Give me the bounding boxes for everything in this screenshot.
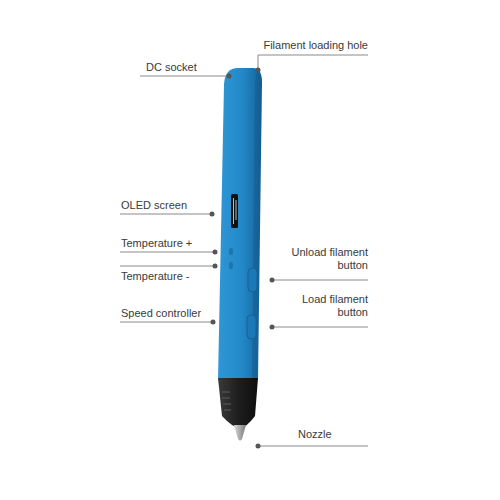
unload-button bbox=[248, 268, 257, 292]
part-label: Temperature + bbox=[121, 237, 192, 250]
temperature-button bbox=[229, 248, 233, 255]
part-label: Speed controller bbox=[121, 307, 201, 320]
load-button bbox=[247, 315, 256, 339]
part-label: Nozzle bbox=[298, 428, 332, 441]
grip-ridges bbox=[222, 392, 231, 410]
part-label: Temperature - bbox=[121, 270, 189, 283]
pen-body bbox=[218, 68, 262, 380]
leader-lines bbox=[120, 55, 368, 446]
oled-glyphs bbox=[233, 198, 234, 224]
part-label: OLED screen bbox=[121, 199, 187, 212]
pen-grip bbox=[218, 378, 258, 428]
part-label: DC socket bbox=[146, 61, 197, 74]
leader-dots bbox=[210, 68, 275, 449]
temperature-button bbox=[229, 262, 233, 269]
part-label: Load filament button bbox=[276, 293, 368, 319]
part-label: Filament loading hole bbox=[263, 39, 368, 52]
part-label: Unload filament button bbox=[276, 246, 368, 272]
oled-screen bbox=[231, 194, 238, 228]
pen-nozzle bbox=[234, 425, 246, 441]
oled-glyphs bbox=[236, 200, 237, 220]
